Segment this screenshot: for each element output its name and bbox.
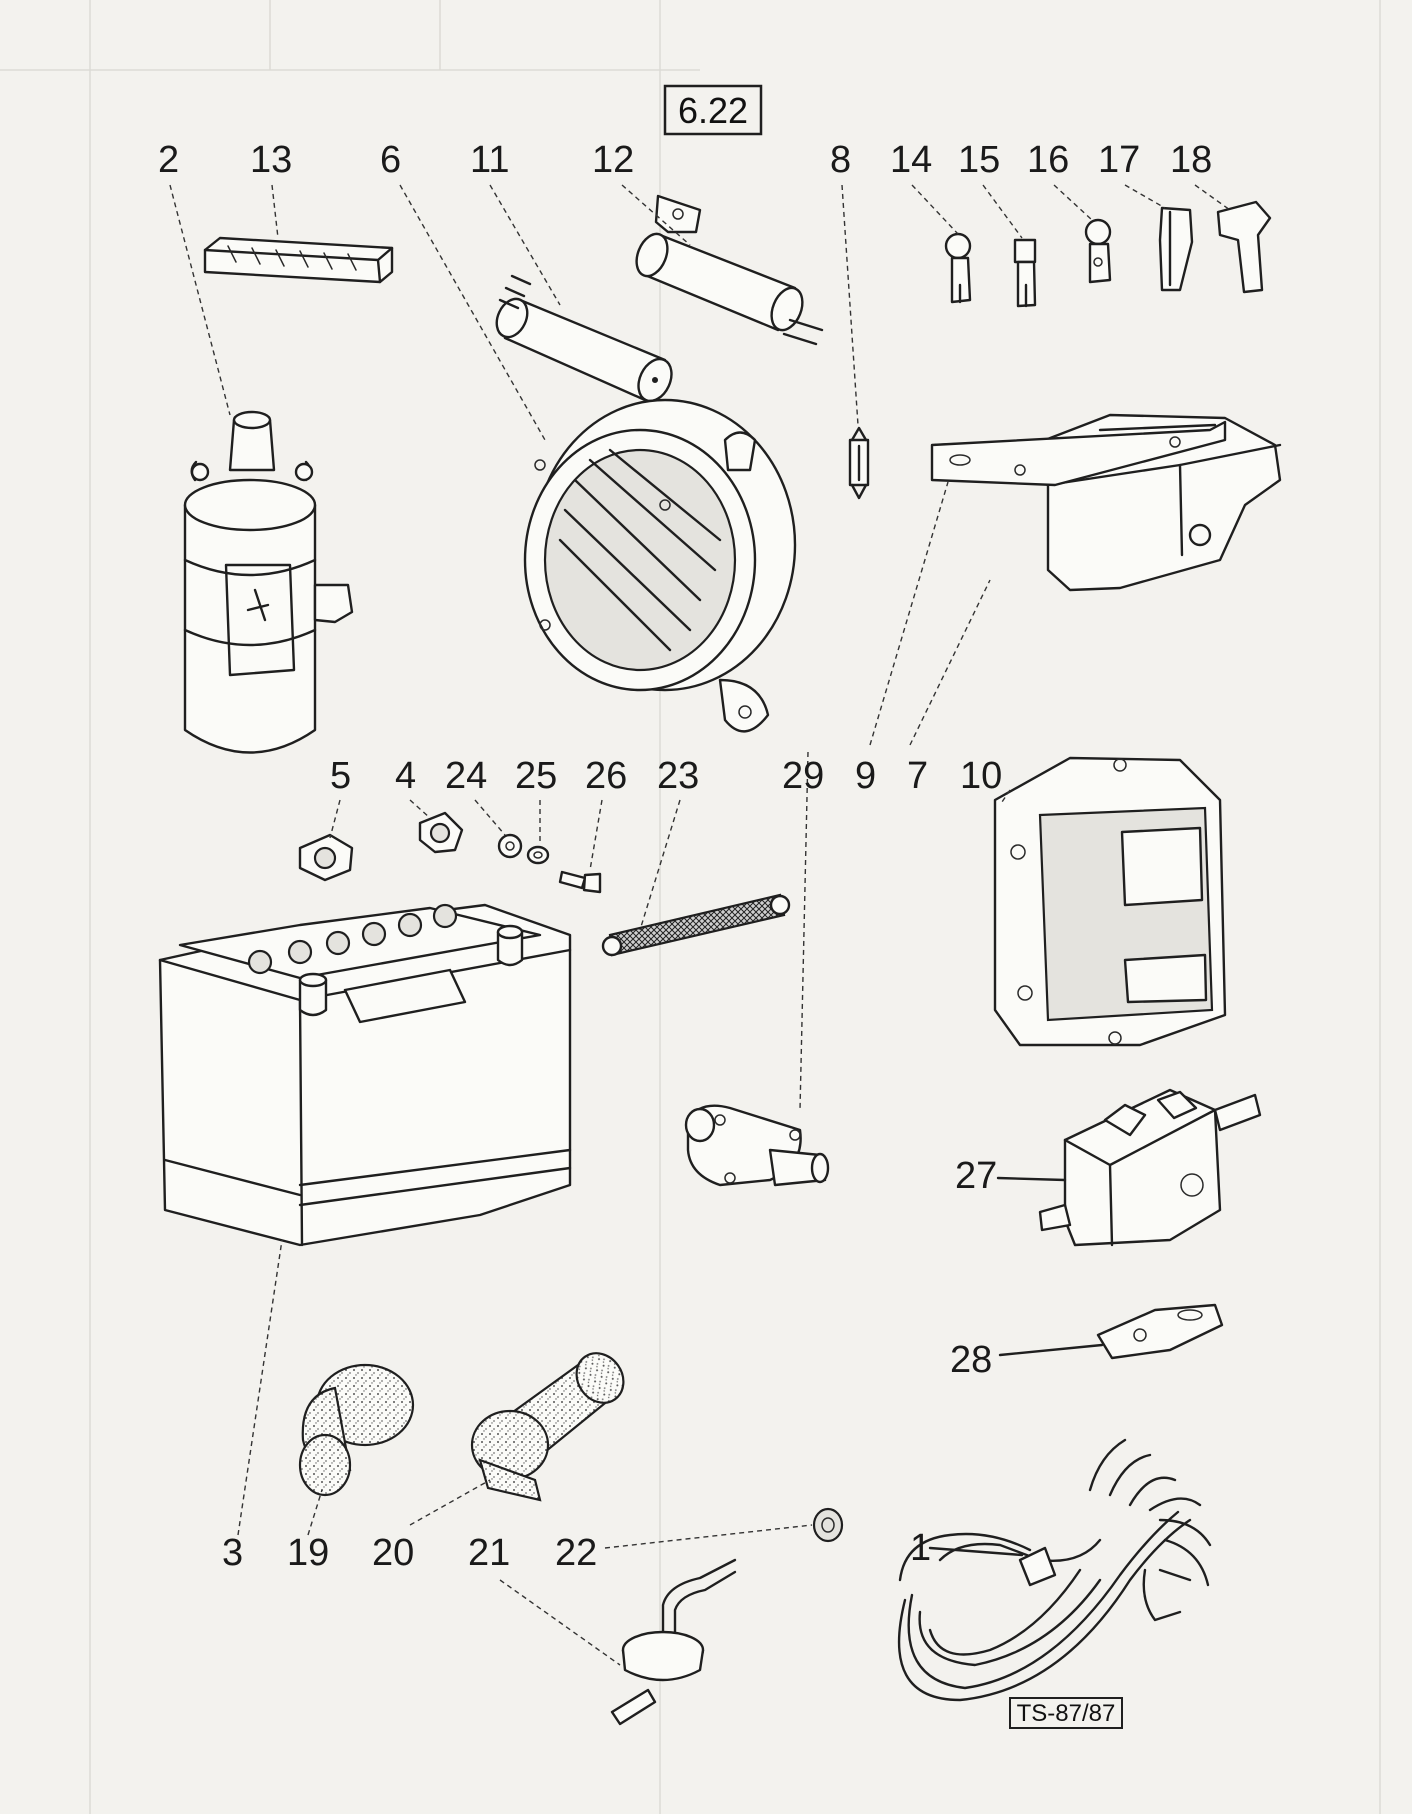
part-21-sender [610,1558,737,1726]
part-number-labels: 2 13 6 11 12 8 14 15 16 17 18 5 4 24 25 … [158,139,1212,1574]
label-part-13: 13 [250,139,292,181]
part-25-washer [526,845,550,865]
part-13-drawing [203,236,394,284]
part-9-bracket [930,420,1227,487]
part-24-nut [497,833,523,859]
label-part-1: 1 [910,1527,931,1569]
label-part-29: 29 [782,755,824,797]
bleed-through-grid [0,0,1381,1814]
label-part-4: 4 [395,755,416,797]
part-26-bolt [558,870,602,894]
part-28-plate [1096,1303,1224,1360]
part-23-earth-strap [601,893,791,957]
part-3-battery [158,903,572,1247]
part-8-fuse [848,426,870,500]
label-part-27: 27 [955,1155,997,1197]
part-22-grommet [812,1507,844,1543]
label-part-17: 17 [1098,139,1140,181]
label-part-12: 12 [592,139,634,181]
label-part-25: 25 [515,755,557,797]
part-2-ignition-coil [183,410,354,754]
label-part-19: 19 [287,1532,329,1574]
label-part-20: 20 [372,1532,414,1574]
part-5-clamp [298,833,354,882]
part-14-terminal [944,232,972,304]
label-part-8: 8 [830,139,851,181]
part-19-boot [298,1363,415,1497]
label-part-18: 18 [1170,139,1212,181]
part-27-unit [1038,1088,1262,1247]
part-1-wiring-harness [897,1438,1212,1702]
part-16-terminal [1084,218,1112,284]
label-part-11: 11 [470,139,509,181]
label-part-26: 26 [585,755,627,797]
part-4-clamp [418,811,464,854]
label-part-21: 21 [468,1532,510,1574]
label-part-6: 6 [380,139,401,181]
label-part-28: 28 [950,1339,992,1381]
label-part-24: 24 [445,755,487,797]
label-part-5: 5 [330,755,351,797]
part-20-angled-boot [470,1352,625,1502]
label-part-10: 10 [960,755,1002,797]
figure-number-box: 6.22 [663,84,763,136]
label-part-16: 16 [1027,139,1069,181]
parts-14-18-terminals [944,200,1272,308]
part-29-switch [684,1104,830,1187]
drawing-reference: TS-87/87 [1017,1700,1116,1727]
label-part-22: 22 [555,1532,597,1574]
part-17-terminal [1158,206,1194,292]
battery-cell-caps [247,903,458,975]
part-10-relay-box [993,756,1227,1047]
part-18-terminal [1216,200,1272,294]
label-part-23: 23 [657,755,699,797]
label-part-14: 14 [890,139,932,181]
drawing-reference-box: TS-87/87 [1009,1697,1123,1729]
part-11-capacitor [495,274,673,403]
label-part-3: 3 [222,1532,243,1574]
label-part-9: 9 [855,755,876,797]
figure-number: 6.22 [678,90,748,131]
part-12-capacitor [635,194,824,346]
leader-lines [169,184,1231,1666]
label-part-2: 2 [158,139,179,181]
part-6-horn [523,398,797,733]
label-part-7: 7 [907,755,928,797]
label-part-15: 15 [958,139,1000,181]
part-15-terminal [1013,238,1037,308]
